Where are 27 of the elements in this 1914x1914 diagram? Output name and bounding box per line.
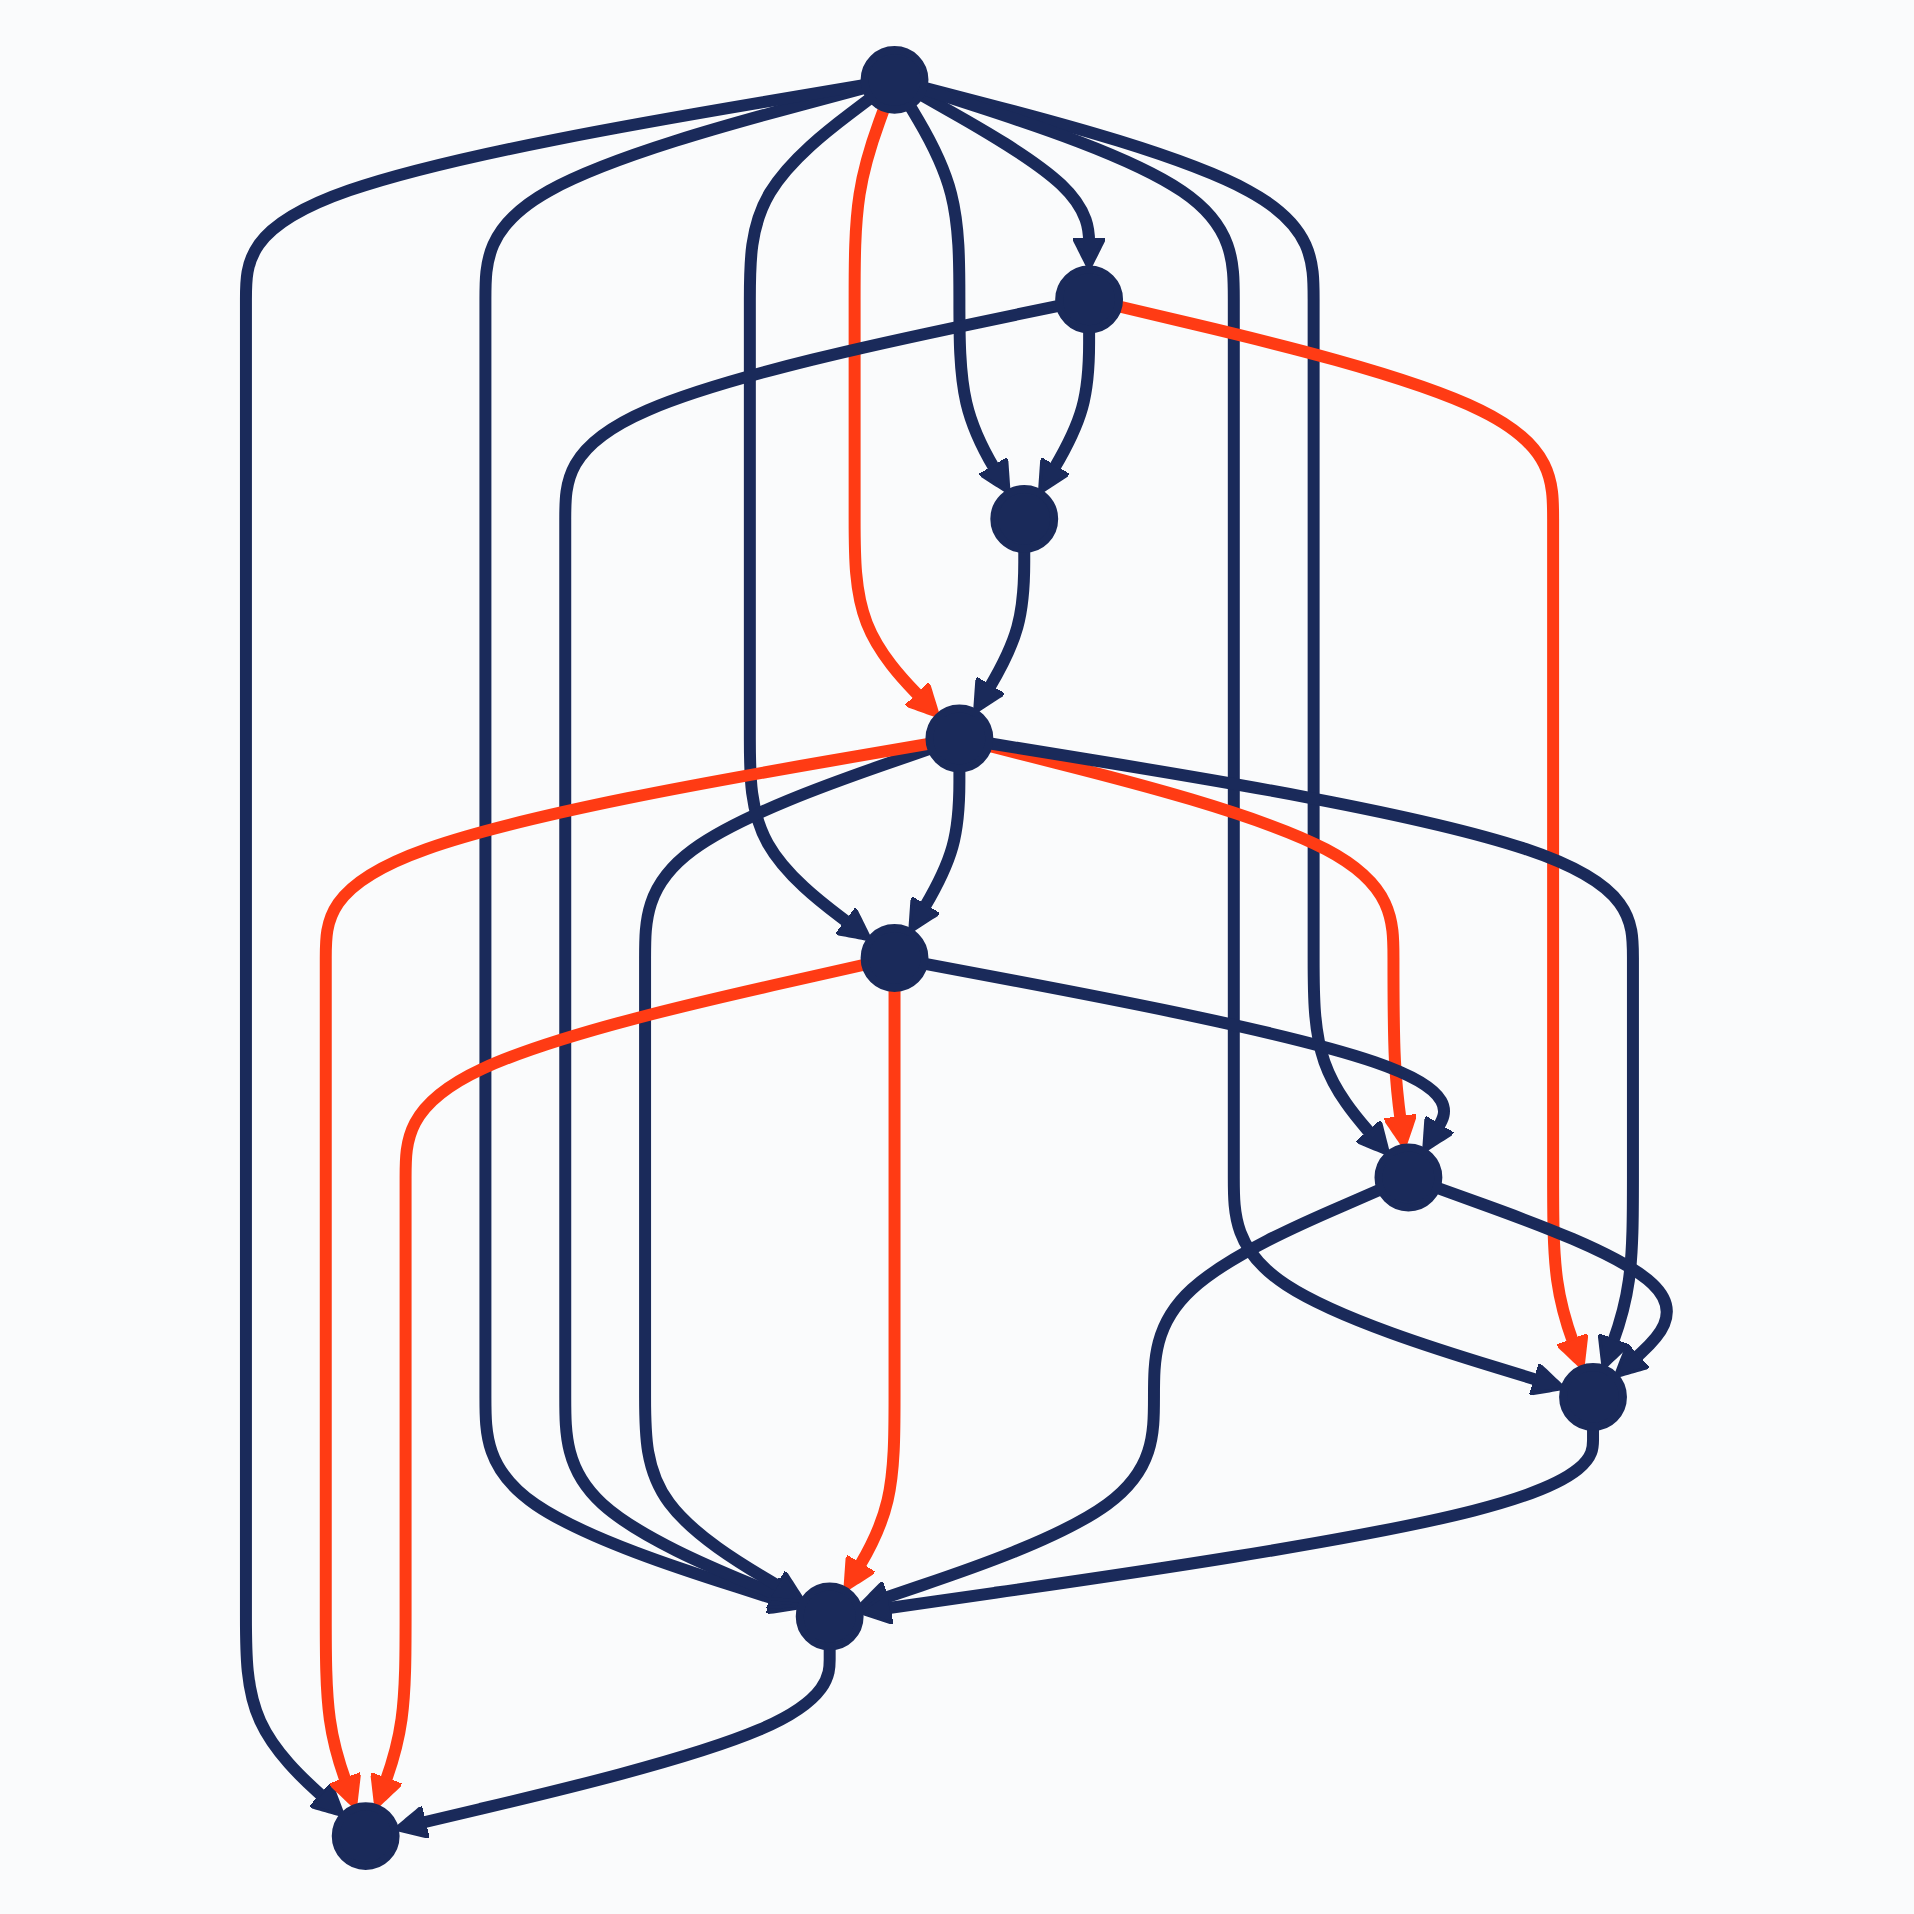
arrow [988,736,1640,1370]
node-circle [861,923,930,991]
arrow [393,1645,837,1838]
arrow [320,736,932,1809]
node-circle [990,484,1059,552]
arrow [1117,299,1590,1370]
node-circle [1559,1362,1628,1430]
arrow [857,1182,1384,1613]
arrow [849,105,941,718]
arrow [922,80,1392,1156]
arrow [370,957,868,1809]
arrow [559,298,1062,1609]
arrow [905,101,1012,494]
arrow [1038,328,1096,494]
node-circle [796,1581,865,1650]
node-circle [1055,264,1124,333]
node-circle [332,1801,401,1870]
arrow [973,547,1031,714]
arrow [1435,1181,1674,1378]
node-circle [1375,1142,1443,1211]
node-circle [926,703,994,772]
arrow [908,767,966,933]
node-circle [861,44,930,113]
arrow [843,986,902,1592]
arrow [923,956,1456,1153]
arrow [240,78,867,1817]
arrow [744,92,875,941]
